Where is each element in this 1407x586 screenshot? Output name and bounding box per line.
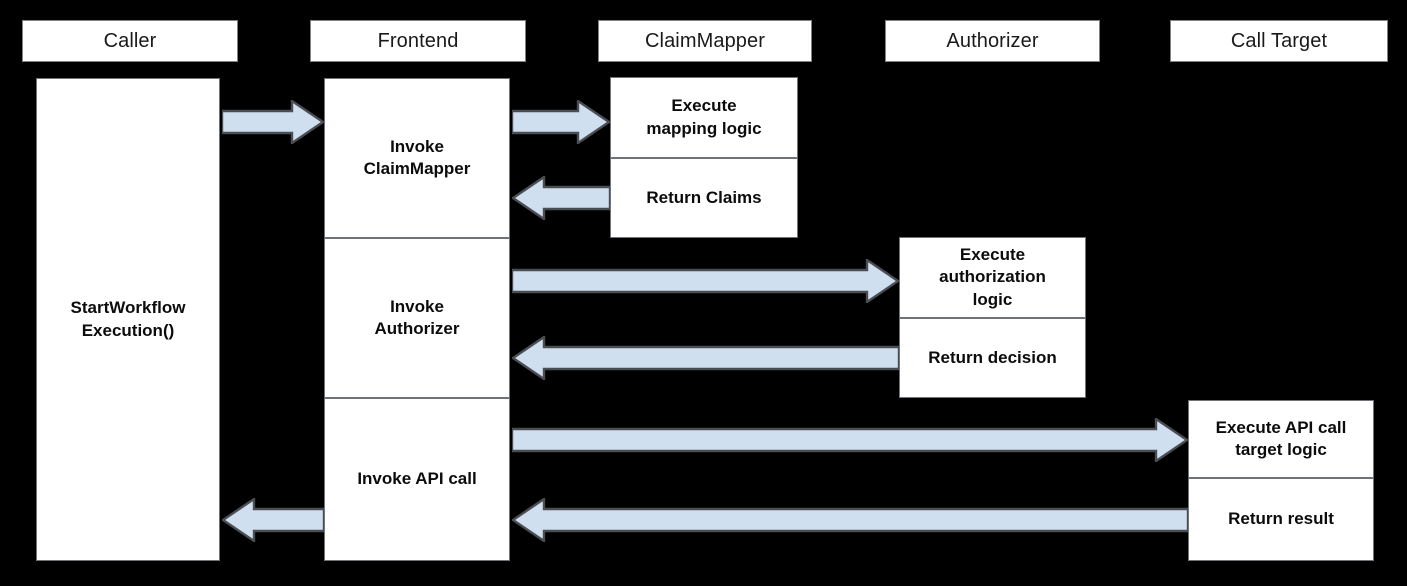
lifeline-header-frontend: Frontend: [310, 20, 526, 62]
lifeline-header-label: ClaimMapper: [644, 29, 766, 52]
activation-label: Execute mapping logic: [646, 96, 762, 138]
arrow-icon: [222, 498, 324, 542]
activation-label: Execute authorization logic: [939, 244, 1046, 309]
activation-label: Invoke API call: [357, 469, 477, 489]
activation-box-fe-invoke-authorizer: Invoke Authorizer: [324, 238, 510, 398]
message-arrow-frontend-to-caller-return: [222, 498, 324, 542]
activation-label: StartWorkflow Execution(): [70, 298, 186, 340]
activation-label: Return Claims: [646, 187, 762, 207]
activation-box-fe-invoke-api: Invoke API call: [324, 398, 510, 561]
message-arrow-authorizer-to-frontend-return: [512, 336, 899, 380]
activation-box-cm-execute: Execute mapping logic: [610, 77, 798, 158]
activation-box-az-execute: Execute authorization logic: [899, 237, 1086, 318]
activation-label: Invoke Authorizer: [374, 296, 460, 338]
lifeline-header-label: Call Target: [1230, 29, 1328, 52]
arrow-icon: [512, 336, 899, 380]
arrow-icon: [222, 100, 324, 144]
activation-label: Return decision: [928, 347, 1057, 367]
message-arrow-frontend-to-authorizer-call: [512, 259, 899, 303]
arrow-icon: [512, 259, 899, 303]
message-arrow-claimmapper-to-frontend-return: [512, 176, 610, 220]
lifeline-header-calltarget: Call Target: [1170, 20, 1388, 62]
message-arrow-caller-to-frontend-call: [222, 100, 324, 144]
lifeline-header-label: Authorizer: [946, 29, 1039, 52]
arrow-icon: [512, 418, 1188, 462]
activation-box-az-return: Return decision: [899, 318, 1086, 398]
arrow-icon: [512, 100, 610, 144]
activation-box-ct-execute: Execute API call target logic: [1188, 400, 1374, 478]
lifeline-header-claimmapper: ClaimMapper: [598, 20, 812, 62]
arrow-icon: [512, 498, 1188, 542]
activation-box-cm-return: Return Claims: [610, 158, 798, 238]
activation-box-ct-return: Return result: [1188, 478, 1374, 561]
message-arrow-frontend-to-calltarget-call: [512, 418, 1188, 462]
activation-box-caller-start: StartWorkflow Execution(): [36, 78, 220, 561]
message-arrow-calltarget-to-frontend-return: [512, 498, 1188, 542]
activation-label: Invoke ClaimMapper: [363, 136, 471, 178]
arrow-icon: [512, 176, 610, 220]
activation-label: Execute API call target logic: [1215, 417, 1347, 459]
lifeline-header-label: Caller: [103, 29, 157, 52]
activation-label: Return result: [1228, 509, 1334, 529]
activation-box-fe-invoke-mapper: Invoke ClaimMapper: [324, 78, 510, 238]
lifeline-header-label: Frontend: [377, 29, 459, 52]
message-arrow-frontend-to-claimmapper-call: [512, 100, 610, 144]
lifeline-header-caller: Caller: [22, 20, 238, 62]
lifeline-header-authorizer: Authorizer: [885, 20, 1100, 62]
